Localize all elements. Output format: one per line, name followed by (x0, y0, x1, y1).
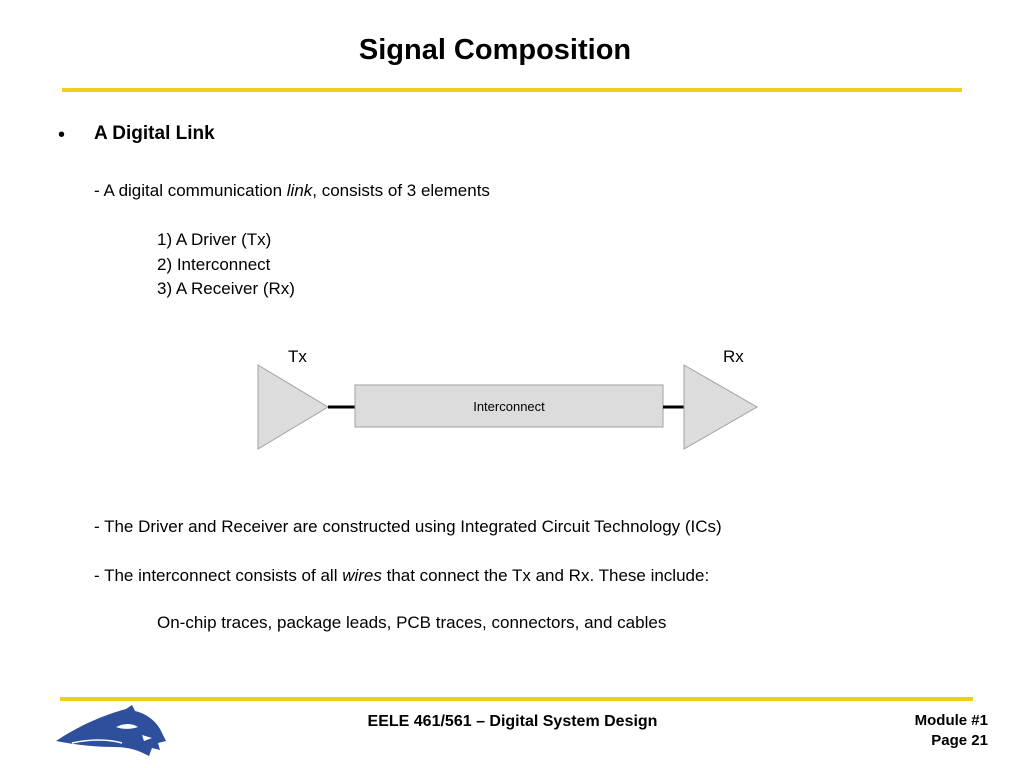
module-number: Module #1 (914, 712, 988, 729)
footer-divider (60, 697, 973, 701)
link-description-end: , consists of 3 elements (312, 181, 490, 200)
interconnect-description: - The interconnect consists of all wires… (94, 566, 709, 586)
interconnect-examples: On-chip traces, package leads, PCB trace… (157, 613, 667, 632)
rx-receiver-triangle (683, 364, 759, 450)
link-description: - A digital communication link, consists… (94, 181, 490, 201)
bullet-heading: A Digital Link (94, 123, 215, 144)
tx-driver-triangle (257, 364, 329, 450)
tx-label: Tx (288, 347, 307, 366)
rx-label: Rx (723, 347, 744, 366)
element-item-interconnect: 2) Interconnect (157, 255, 271, 274)
course-title: EELE 461/561 – Digital System Design (367, 713, 658, 730)
interconnect-label: Interconnect (473, 399, 545, 414)
wires-emphasis: wires (342, 566, 382, 585)
bullet-marker: • (58, 124, 66, 146)
bobcat-logo (56, 705, 166, 756)
interconnect-description-end: that connect the Tx and Rx. These includ… (381, 566, 710, 585)
element-item-driver: 1) A Driver (Tx) (157, 230, 272, 249)
title-divider (62, 88, 962, 92)
link-description-start: - A digital communication (94, 181, 287, 200)
element-item-receiver: 3) A Receiver (Rx) (157, 279, 295, 298)
page-number: Page 21 (931, 732, 988, 749)
slide-info: Module #1 Page 21 (870, 711, 988, 751)
slide-title: Signal Composition (358, 34, 632, 66)
digital-link-diagram: Tx Rx Interconnect (257, 347, 759, 450)
interconnect-description-start: - The interconnect consists of all (94, 566, 343, 585)
link-emphasis: link (286, 181, 313, 200)
ic-technology-line: - The Driver and Receiver are constructe… (94, 517, 722, 536)
